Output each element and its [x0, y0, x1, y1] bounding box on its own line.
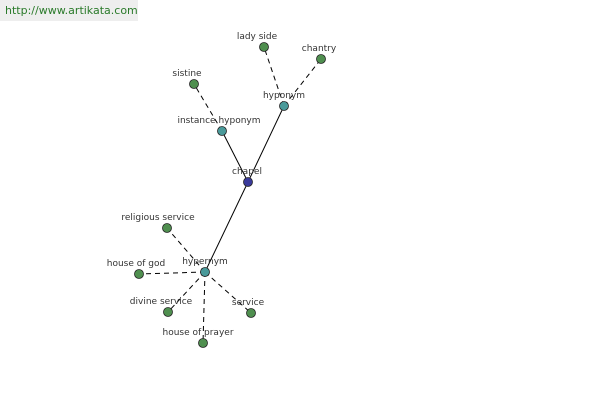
node-service[interactable]: [246, 308, 256, 318]
node-house_prayer[interactable]: [198, 338, 208, 348]
node-label-lady_side[interactable]: lady side: [237, 32, 278, 42]
edge-hypernym-divine: [167, 271, 206, 313]
node-chantry[interactable]: [316, 54, 326, 64]
node-label-divine[interactable]: divine service: [130, 297, 193, 307]
edge-instance-sistine: [193, 83, 223, 132]
node-religious[interactable]: [162, 223, 172, 233]
node-label-instance[interactable]: instance hyponym: [177, 116, 260, 126]
node-hyponym[interactable]: [279, 101, 289, 111]
site-url[interactable]: http://www.artikata.com: [5, 4, 138, 17]
node-label-hypernym[interactable]: hypernym: [182, 257, 228, 267]
edge-hyponym-lady_side: [263, 46, 285, 107]
edge-hyponym-chantry: [283, 58, 322, 107]
node-label-service[interactable]: service: [232, 298, 265, 308]
edge-hypernym-house_prayer: [202, 271, 206, 344]
node-label-chapel[interactable]: chapel: [232, 167, 262, 177]
node-sistine[interactable]: [189, 79, 199, 89]
edge-chapel-hypernym: [204, 181, 249, 273]
edge-hypernym-house_god: [138, 271, 206, 275]
node-divine[interactable]: [163, 307, 173, 317]
node-label-house_god[interactable]: house of god: [107, 259, 165, 269]
node-lady_side[interactable]: [259, 42, 269, 52]
node-label-sistine[interactable]: sistine: [172, 69, 202, 79]
url-banner: http://www.artikata.com: [0, 0, 138, 21]
node-instance[interactable]: [217, 126, 227, 136]
edges-layer: [138, 46, 322, 344]
node-house_god[interactable]: [134, 269, 144, 279]
node-label-hyponym[interactable]: hyponym: [263, 91, 305, 101]
edge-chapel-instance: [221, 130, 249, 183]
nodes-layer: chapel hyponym instance hyponym hypernym lad…: [107, 32, 337, 348]
node-chapel[interactable]: [243, 177, 253, 187]
node-label-chantry[interactable]: chantry: [302, 44, 337, 54]
node-hypernym[interactable]: [200, 267, 210, 277]
edge-hypernym-service: [204, 271, 252, 314]
node-label-religious[interactable]: religious service: [121, 213, 195, 223]
node-label-house_prayer[interactable]: house of prayer: [162, 328, 233, 338]
edge-hypernym-religious: [166, 227, 206, 273]
edge-chapel-hyponym: [247, 105, 285, 183]
